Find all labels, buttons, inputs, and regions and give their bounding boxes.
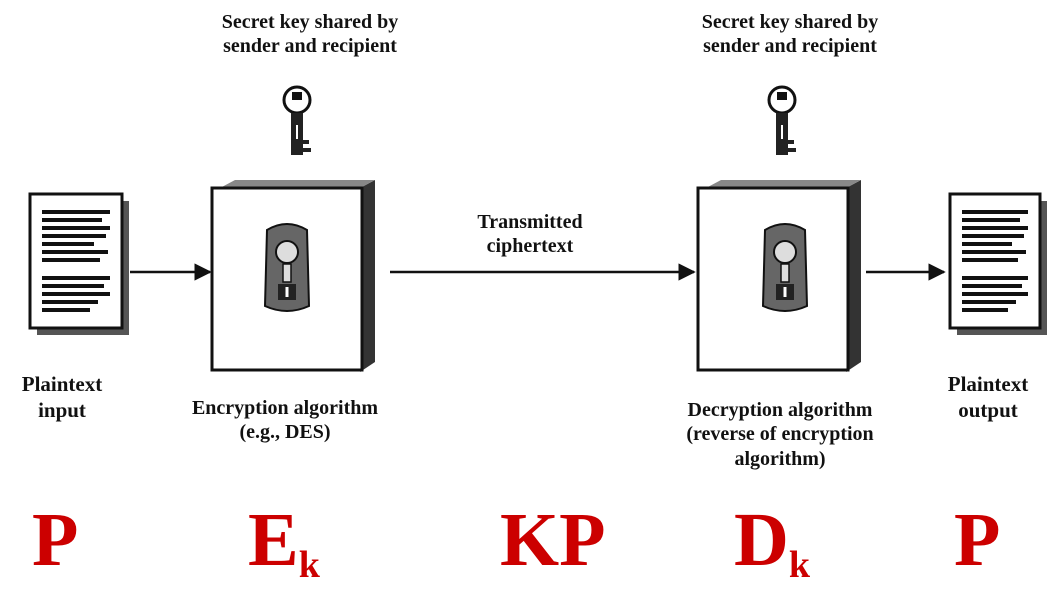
symbol-encrypt: Ek xyxy=(248,502,320,584)
encryption-algorithm-label: Encryption algorithm (e.g., DES) xyxy=(160,396,410,445)
encryption-box xyxy=(210,180,375,372)
key-caption-left-line2: sender and recipient xyxy=(223,35,397,58)
encryption-lock-icon xyxy=(263,223,311,312)
key-caption-right-line2: sender and recipient xyxy=(703,35,877,58)
decryption-line2: (reverse of encryption xyxy=(686,423,874,446)
symbol-kp: KP xyxy=(500,502,606,578)
transmitted-ciphertext-label: Transmitted ciphertext xyxy=(440,210,620,259)
symbol-kp-text: KP xyxy=(500,498,606,582)
symbol-encrypt-base: E xyxy=(248,498,299,582)
encryption-line2: (e.g., DES) xyxy=(239,421,331,444)
decryption-lock-icon xyxy=(761,223,809,312)
plaintext-input-label: Plaintext input xyxy=(2,372,122,423)
key-caption-left-line1: Secret key shared by xyxy=(221,11,399,33)
symbol-p-output: P xyxy=(954,502,1000,578)
symbol-p-input: P xyxy=(32,502,78,578)
key-caption-right: Secret key shared by sender and recipien… xyxy=(670,10,910,59)
decryption-line1: Decryption algorithm xyxy=(687,399,873,421)
symbol-p-input-text: P xyxy=(32,498,79,582)
plaintext-input-line1: Plaintext xyxy=(21,372,103,396)
key-caption-left: Secret key shared by sender and recipien… xyxy=(190,10,430,59)
symbol-encrypt-sub: k xyxy=(298,544,320,587)
decryption-line3: algorithm) xyxy=(734,447,826,470)
transmitted-line1: Transmitted xyxy=(477,211,583,233)
transmitted-line2: ciphertext xyxy=(486,235,574,258)
key-icon-left xyxy=(282,85,312,155)
decryption-algorithm-label: Decryption algorithm (reverse of encrypt… xyxy=(645,398,915,471)
plaintext-output-line1: Plaintext xyxy=(947,372,1029,396)
symbol-decrypt-base: D xyxy=(734,498,789,582)
plaintext-output-label: Plaintext output xyxy=(928,372,1048,423)
plaintext-output-document-icon xyxy=(948,192,1047,335)
encryption-line1: Encryption algorithm xyxy=(191,397,379,419)
key-icon-right xyxy=(767,85,797,155)
key-caption-right-line1: Secret key shared by xyxy=(701,11,879,33)
plaintext-input-line2: input xyxy=(38,397,86,422)
symbol-decrypt: Dk xyxy=(734,502,810,584)
symbol-decrypt-sub: k xyxy=(788,544,811,587)
plaintext-input-document-icon xyxy=(28,192,129,335)
symbol-p-output-text: P xyxy=(954,498,1001,582)
plaintext-output-line2: output xyxy=(958,397,1018,422)
